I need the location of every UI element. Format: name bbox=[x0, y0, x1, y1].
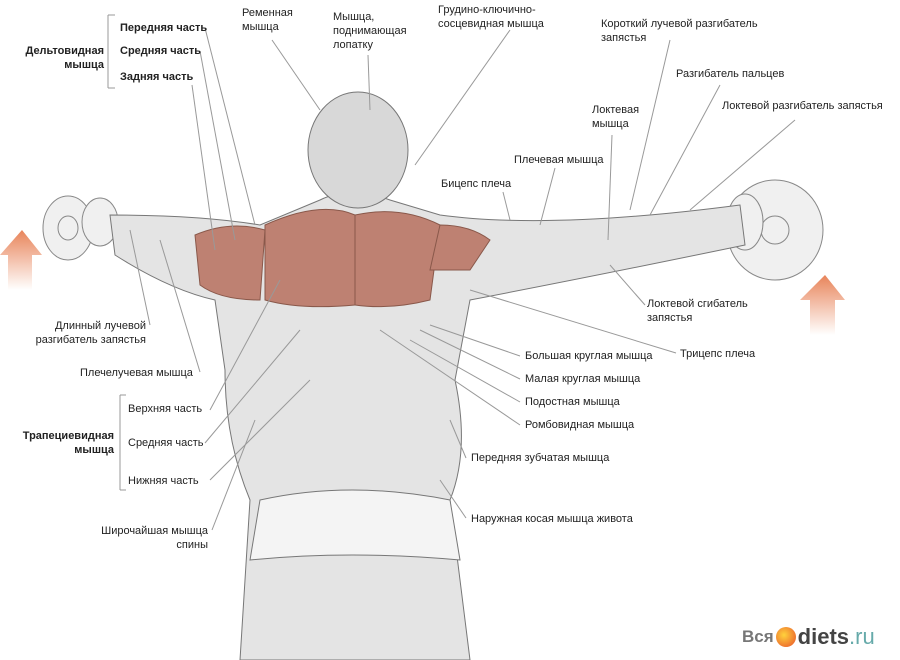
trapezius-middle-label: Средняя часть bbox=[128, 437, 204, 449]
biceps-label: Бицепс плеча bbox=[441, 178, 512, 190]
extensor-digitorum-label: Разгибатель пальцев bbox=[676, 68, 785, 80]
splenius-label: Ременная мышца bbox=[242, 7, 293, 33]
anconeus-label: Локтевая мышца bbox=[592, 104, 640, 130]
deltoid-anterior-label: Передняя часть bbox=[120, 22, 208, 34]
ecrb-label: Короткий лучевой разгибатель запястья bbox=[601, 18, 758, 44]
deltoid-title: Дельтовидная мышца bbox=[25, 45, 104, 71]
trapezius-deltoid-highlight bbox=[194, 208, 491, 308]
trapezius-title: Трапециевидная мышца bbox=[22, 430, 114, 456]
fcu-label: Локтевой сгибатель запястья bbox=[647, 298, 748, 324]
arrow-up-right-icon bbox=[800, 275, 845, 335]
brachioradialis-label: Плечелучевая мышца bbox=[80, 367, 193, 379]
rhomboid-label: Ромбовидная мышца bbox=[525, 419, 635, 431]
deltoid-middle-label: Средняя часть bbox=[120, 45, 202, 57]
deltoid-posterior-label: Задняя часть bbox=[120, 71, 194, 83]
latissimus-label: Широчайшая мышца спины bbox=[101, 525, 208, 551]
trapezius-upper-label: Верхняя часть bbox=[128, 403, 203, 415]
body bbox=[109, 91, 746, 660]
trapezius-lower-label: Нижняя часть bbox=[128, 475, 199, 487]
serratus-label: Передняя зубчатая мышца bbox=[471, 452, 610, 464]
watermark-tld: .ru bbox=[849, 624, 875, 649]
watermark-brand: diets bbox=[797, 624, 850, 649]
triceps-label: Трицепс плеча bbox=[680, 348, 756, 360]
ecu-label: Локтевой разгибатель запястья bbox=[722, 100, 883, 112]
ecrl-label: Длинный лучевой разгибатель запястья bbox=[35, 320, 146, 346]
leader-lines bbox=[107, 14, 796, 531]
arrow-up-left-icon bbox=[0, 230, 42, 290]
apple-icon bbox=[775, 627, 796, 647]
teres-major-label: Большая круглая мышца bbox=[525, 350, 653, 362]
brachialis-label: Плечевая мышца bbox=[514, 154, 604, 166]
scm-label: Грудино-ключично-сосцевидная мышца bbox=[438, 4, 544, 30]
teres-minor-label: Малая круглая мышца bbox=[525, 373, 641, 385]
levator-scapulae-label: Мышца, поднимающая лопатку bbox=[333, 11, 407, 51]
watermark-left: Вся bbox=[742, 627, 774, 646]
infraspinatus-label: Подостная мышца bbox=[525, 396, 620, 408]
watermark-logo: Вся diets .ru bbox=[742, 624, 875, 650]
oblique-label: Наружная косая мышца живота bbox=[471, 513, 633, 525]
left-dumbbell bbox=[42, 195, 119, 261]
